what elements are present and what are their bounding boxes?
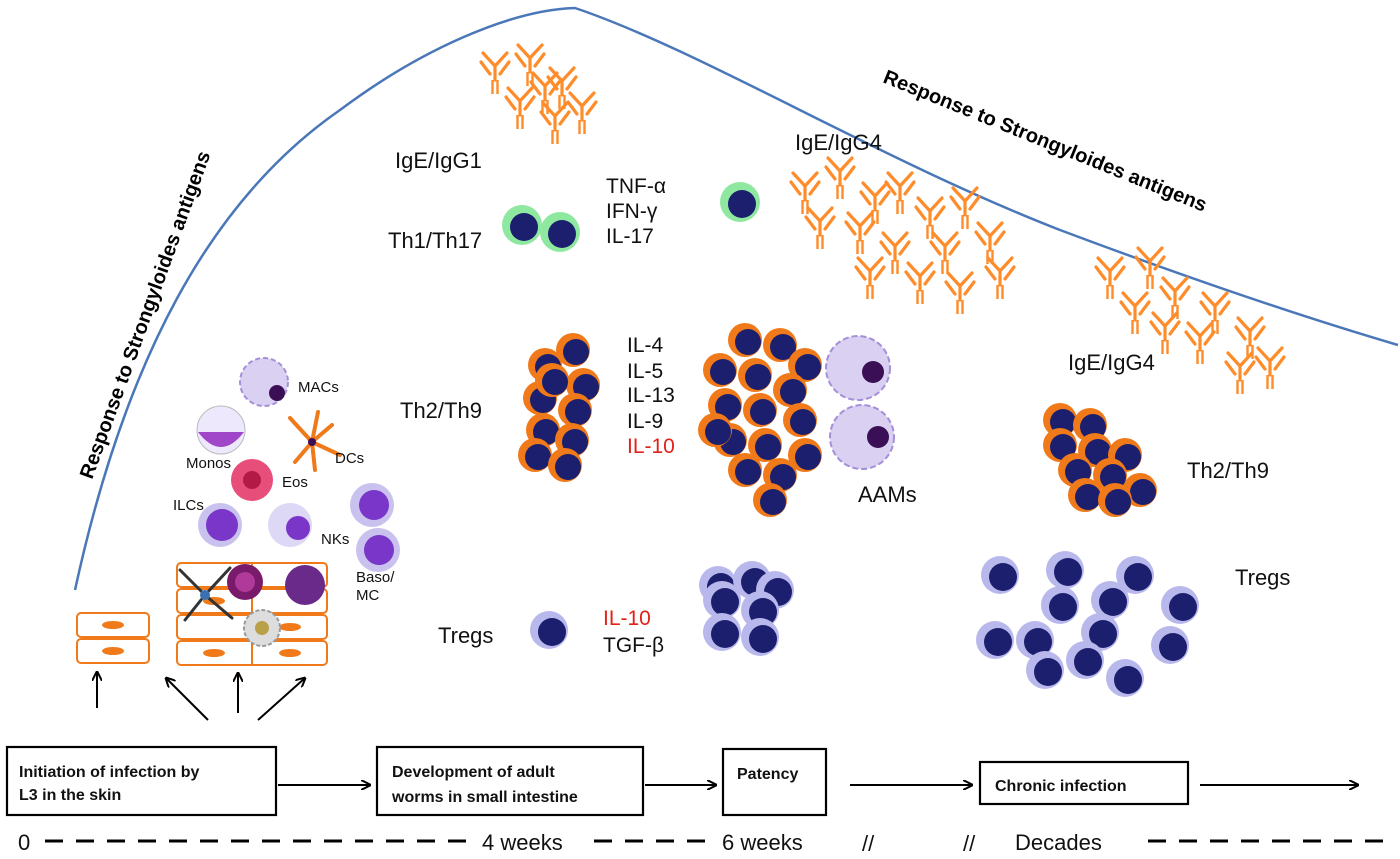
- skin-epithelium-small: [76, 612, 150, 664]
- th2-cells-chronic: [1043, 403, 1157, 517]
- timeline-break-2: //: [963, 831, 976, 856]
- timeline: 0 4 weeks 6 weeks // // Decades: [18, 830, 1395, 856]
- th1-label: Th1/Th17: [388, 228, 482, 253]
- curve-label-left: Response to Strongyloides antigens: [76, 148, 215, 481]
- stage-box-patency: Patency: [721, 747, 828, 817]
- antibody-label-chronic: IgE/IgG4: [1068, 350, 1155, 375]
- th2-label: Th2/Th9: [400, 398, 482, 423]
- stage-patency-label: Patency: [737, 766, 798, 783]
- eos-label: Eos: [282, 474, 308, 491]
- tregs-label: Tregs: [438, 623, 493, 648]
- curve-label-right: Response to Strongyloides antigens: [880, 66, 1210, 216]
- th2-label-chronic: Th2/Th9: [1187, 458, 1269, 483]
- stage-chronic-label: Chronic infection: [995, 778, 1127, 795]
- nk-label: NKs: [321, 531, 349, 548]
- baso-label-line2: MC: [356, 587, 379, 604]
- antibody-cluster-early: [479, 43, 598, 146]
- stage-box-chronic: Chronic infection: [978, 760, 1190, 806]
- timeline-4-weeks: 4 weeks: [482, 830, 563, 855]
- timeline-break-1: //: [862, 831, 875, 856]
- th1-cell-patency: [720, 182, 760, 222]
- response-curve: [73, 6, 1399, 591]
- tregs-label-chronic: Tregs: [1235, 565, 1290, 590]
- tregs-cytokine: TGF-β: [603, 634, 664, 657]
- timeline-decades: Decades: [1015, 830, 1102, 855]
- th1-cytokine: IL-17: [606, 225, 654, 248]
- th2-cytokine: IL-5: [627, 360, 663, 383]
- dcs-label: DCs: [335, 450, 364, 467]
- stage-initiation-line2: L3 in the skin: [19, 787, 121, 804]
- th1-cytokine: IFN-γ: [606, 200, 658, 223]
- baso-label-line1: Baso/: [356, 569, 395, 586]
- th2-cells-early: [518, 333, 600, 482]
- th2-cytokine-il10: IL-10: [627, 435, 675, 458]
- antibody-label-early: IgE/IgG1: [395, 148, 482, 173]
- tregs-cytokine-il10: IL-10: [603, 607, 651, 630]
- stage-development-line2: worms in small intestine: [391, 789, 578, 806]
- antibody-label-patency: IgE/IgG4: [795, 130, 882, 155]
- macs-label: MACs: [298, 379, 339, 396]
- th1-cells: [502, 205, 580, 252]
- th2-cells-patency: [698, 323, 822, 517]
- th2-cytokine: IL-13: [627, 384, 675, 407]
- th2-cytokine: IL-9: [627, 410, 663, 433]
- timeline-6-weeks: 6 weeks: [722, 830, 803, 855]
- stage-box-development: Development of adult worms in small inte…: [375, 745, 645, 817]
- treg-cells-patency: [699, 561, 794, 656]
- aam-cells: [825, 335, 895, 470]
- innate-cells: [196, 357, 400, 572]
- timeline-0: 0: [18, 830, 30, 855]
- stage-development-line1: Development of adult: [392, 764, 555, 781]
- stage-initiation-line1: Initiation of infection by: [19, 764, 200, 781]
- th2-cytokine: IL-4: [627, 334, 664, 357]
- aams-label: AAMs: [858, 482, 917, 507]
- antibody-cluster-patency: [789, 156, 1016, 316]
- ilcs-label: ILCs: [173, 497, 204, 514]
- skin-arrows: [97, 672, 305, 721]
- treg-cell-early: [530, 611, 568, 649]
- monos-label: Monos: [186, 455, 231, 472]
- stage-box-initiation: Initiation of infection by L3 in the ski…: [5, 745, 278, 817]
- treg-cells-chronic: [976, 551, 1199, 697]
- th1-cytokine: TNF-α: [606, 175, 666, 198]
- skin-epithelium-large: [176, 562, 328, 666]
